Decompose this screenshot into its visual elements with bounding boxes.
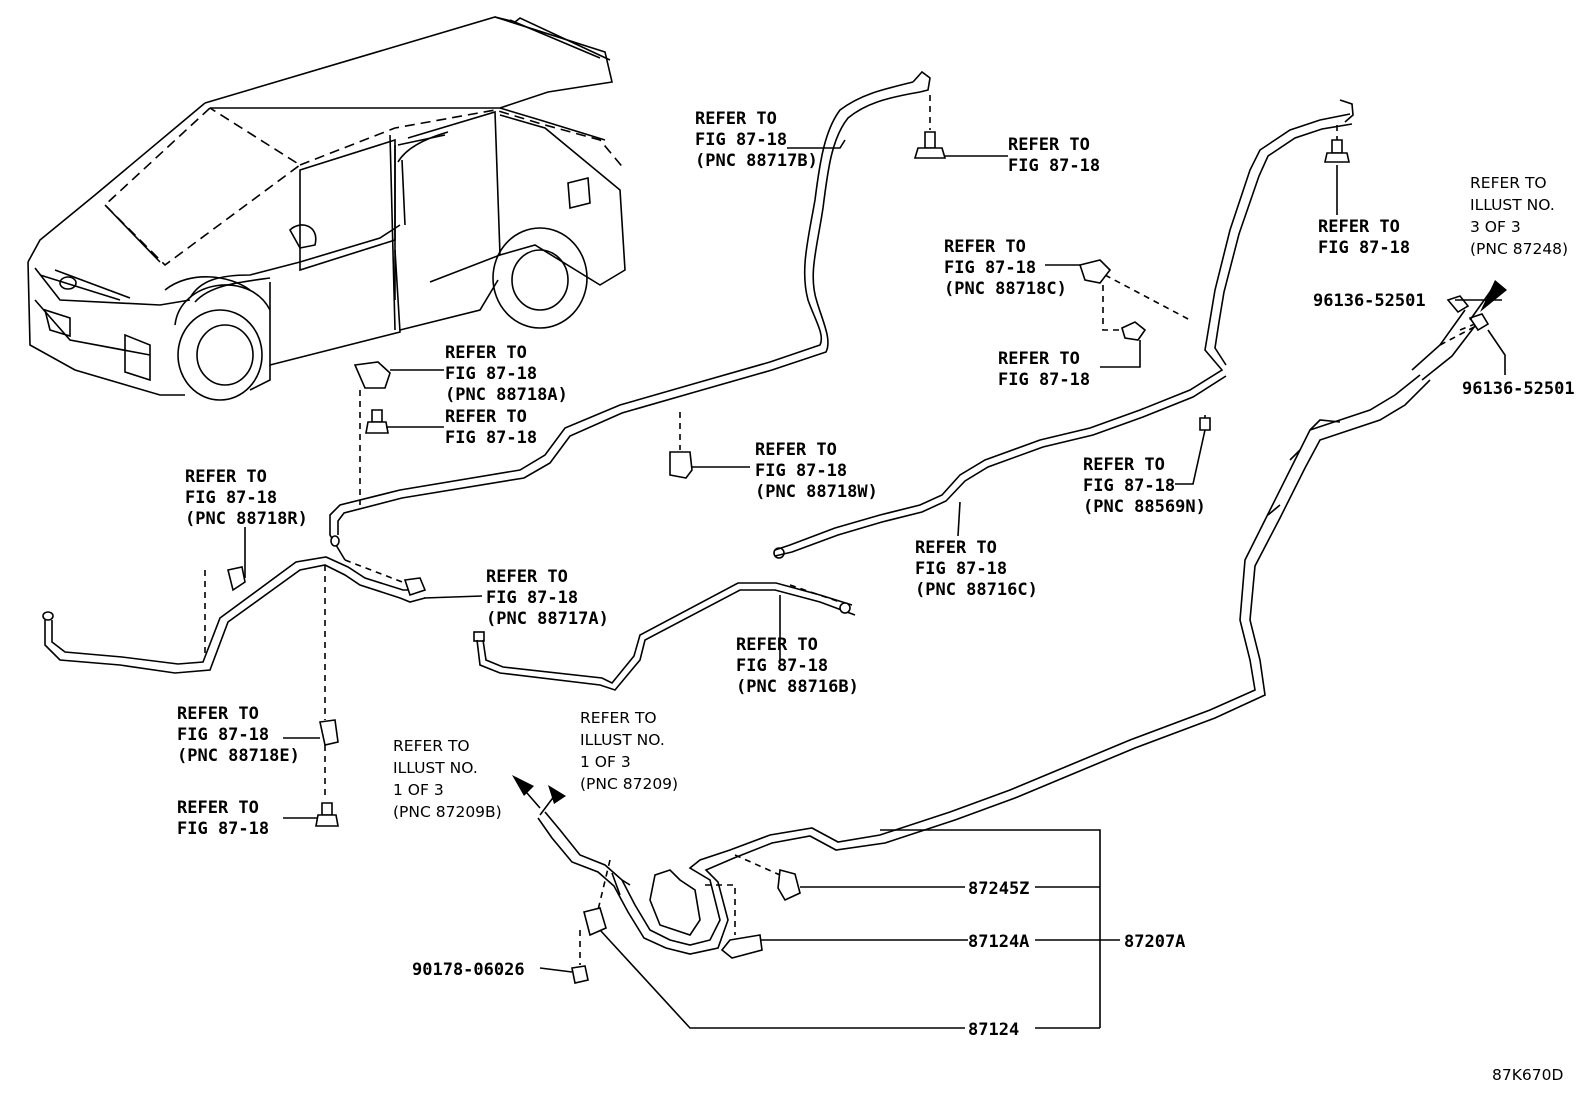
part-number-labels: 96136-52501 96136-52501 87245Z 87124A 87… bbox=[412, 291, 1575, 1084]
part-87207a: 87207A bbox=[1124, 932, 1185, 952]
part-96136-52501-lower: 96136-52501 bbox=[1462, 379, 1575, 399]
front-pipe-assembly bbox=[42, 70, 1481, 965]
part-87124a: 87124A bbox=[968, 932, 1029, 952]
part-90178-06026: 90178-06026 bbox=[412, 960, 525, 980]
diagram-id: 87K670D bbox=[1492, 1066, 1563, 1084]
part-87245z: 87245Z bbox=[968, 879, 1029, 899]
leader-lines bbox=[244, 139, 1506, 1029]
reference-arrows bbox=[512, 280, 1507, 816]
vehicle-illustration bbox=[27, 16, 626, 401]
part-96136-52501-upper: 96136-52501 bbox=[1313, 291, 1426, 311]
part-87124: 87124 bbox=[968, 1020, 1019, 1040]
clips-and-bolts bbox=[227, 131, 1490, 984]
